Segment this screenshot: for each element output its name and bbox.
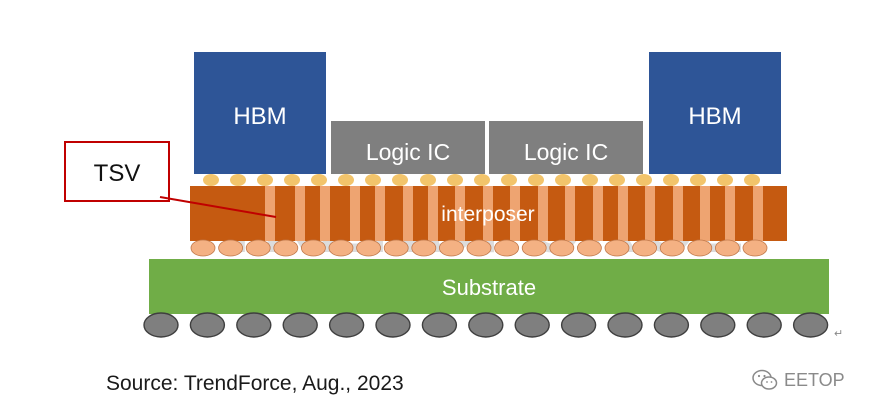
c4-bump xyxy=(549,239,575,257)
tsv-pillar xyxy=(483,186,493,241)
bga-ball xyxy=(375,312,411,338)
c4-bump xyxy=(466,239,492,257)
microbump xyxy=(636,174,652,186)
hbm-right xyxy=(649,52,781,174)
logic-ic-right xyxy=(489,121,643,174)
c4-bump xyxy=(742,239,768,257)
c4-bump xyxy=(328,239,354,257)
microbump xyxy=(257,174,273,186)
tsv-pillar xyxy=(753,186,763,241)
c4-bump xyxy=(577,239,602,257)
microbump xyxy=(311,174,327,186)
microbump xyxy=(230,174,246,186)
microbump xyxy=(609,174,625,186)
microbump xyxy=(555,174,571,186)
microbump xyxy=(420,174,436,186)
logic-ic-left xyxy=(331,121,485,174)
microbump xyxy=(474,174,490,186)
wechat-icon xyxy=(752,369,778,390)
tsv-pillar xyxy=(645,186,655,241)
brand-name: EETOP xyxy=(784,369,845,390)
c4-bump xyxy=(715,239,740,257)
microbump xyxy=(284,174,300,186)
tsv-pillar xyxy=(565,186,575,241)
bga-ball xyxy=(282,312,318,338)
tsv-callout-line xyxy=(159,196,277,218)
c4-bump xyxy=(190,239,216,257)
c4-bump xyxy=(659,239,685,257)
substrate-label: Substrate xyxy=(442,275,536,300)
microbump xyxy=(203,174,219,186)
c4-bump xyxy=(218,239,244,257)
tsv-pillar xyxy=(265,186,275,241)
logic-ic-right-label: Logic IC xyxy=(524,139,608,165)
tsv-pillar xyxy=(455,186,465,241)
brand-badge: EETOP xyxy=(752,369,845,391)
microbump xyxy=(582,174,598,186)
tsv-pillar xyxy=(538,186,548,241)
hbm-right-label: HBM xyxy=(688,103,741,130)
c4-bump xyxy=(273,239,299,257)
bga-ball xyxy=(700,312,736,338)
tsv-callout-box xyxy=(64,141,170,202)
bga-ball xyxy=(236,312,272,338)
microbump xyxy=(392,174,408,186)
microbump xyxy=(744,174,760,186)
bga-ball xyxy=(560,312,597,338)
bga-ball xyxy=(328,312,365,338)
tsv-pillar xyxy=(350,186,360,241)
tsv-pillar xyxy=(618,186,628,241)
bga-ball xyxy=(607,312,643,338)
tsv-pillar xyxy=(593,186,603,241)
bga-ball xyxy=(421,312,458,338)
bga-ball xyxy=(746,312,782,338)
tsv-label: TSV xyxy=(94,160,141,187)
microbump xyxy=(528,174,544,186)
tsv-pillar xyxy=(673,186,683,241)
logic-ic-left-label: Logic IC xyxy=(366,139,450,165)
tsv-pillar xyxy=(510,186,520,241)
bga-ball xyxy=(143,312,179,338)
hbm-left xyxy=(194,52,326,174)
microbump xyxy=(365,174,381,186)
c4-bump xyxy=(356,239,382,257)
interposer-label: interposer xyxy=(441,203,534,226)
bga-ball xyxy=(468,312,504,338)
hbm-left-label: HBM xyxy=(233,103,286,130)
c4-bump xyxy=(494,239,520,257)
tsv-pillar xyxy=(700,186,710,241)
c4-bump xyxy=(245,239,271,257)
microbump xyxy=(447,174,463,186)
tsv-pillar xyxy=(725,186,735,241)
c4-bump xyxy=(521,239,547,257)
tsv-pillar xyxy=(320,186,330,241)
tsv-pillar xyxy=(403,186,413,241)
substrate xyxy=(149,259,829,314)
return-mark: ↵ xyxy=(834,328,843,340)
c4-bump xyxy=(604,239,630,257)
c4-bump xyxy=(438,239,464,257)
c4-bump xyxy=(383,239,409,257)
microbump xyxy=(501,174,517,186)
microbump xyxy=(338,174,354,186)
source-caption: Source: TrendForce, Aug., 2023 xyxy=(106,372,404,395)
c4-bump xyxy=(300,239,326,257)
microbump xyxy=(690,174,706,186)
microbump xyxy=(663,174,679,186)
c4-bump xyxy=(687,239,713,257)
bga-ball xyxy=(653,312,690,338)
tsv-pillar xyxy=(428,186,438,241)
bga-ball xyxy=(514,312,550,338)
tsv-pillar xyxy=(295,186,305,241)
c4-bump xyxy=(411,239,437,257)
c4-bump xyxy=(632,239,657,257)
bga-ball xyxy=(792,312,829,338)
microbump xyxy=(717,174,733,186)
bga-ball xyxy=(189,312,226,338)
tsv-pillar xyxy=(375,186,385,241)
